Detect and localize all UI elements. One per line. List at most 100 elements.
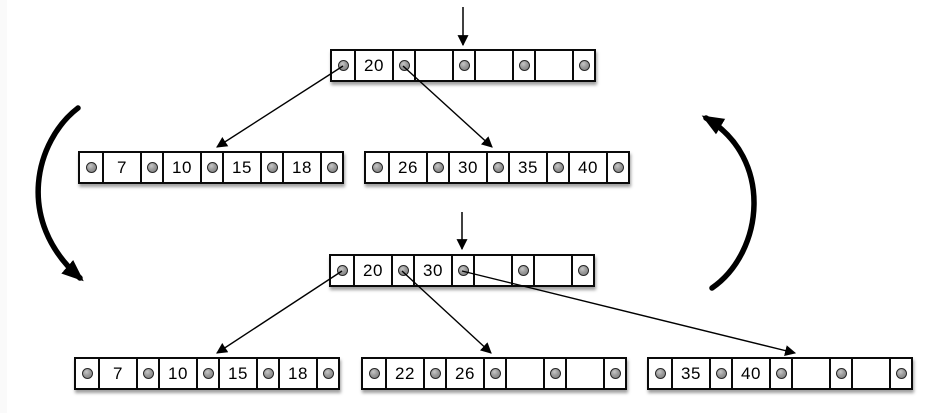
pointer-cell	[200, 153, 222, 182]
btree-node-state1-root: 20	[330, 49, 596, 82]
pointer-cell	[451, 256, 473, 285]
child-pointer-arrow	[216, 65, 344, 148]
pointer-dot-icon	[489, 368, 501, 379]
pointer-cell	[140, 153, 162, 182]
pointer-dot-icon	[457, 265, 469, 276]
pointer-dot-icon	[262, 368, 274, 379]
pointer-dot-icon	[577, 265, 589, 276]
btree-node-state2-child-middle: 22 26	[361, 357, 627, 390]
pointer-dot-icon	[142, 368, 154, 379]
key-cell	[565, 359, 603, 388]
key-cell: 15	[222, 153, 260, 182]
pointer-dot-icon	[85, 162, 97, 173]
key-cell	[791, 359, 829, 388]
key-cell	[473, 256, 511, 285]
pointer-cell	[483, 359, 505, 388]
pointer-dot-icon	[337, 60, 349, 71]
pointer-cell	[392, 51, 414, 80]
key-cell	[414, 51, 452, 80]
key-cell: 20	[354, 51, 392, 80]
pointer-cell	[423, 359, 445, 388]
pointer-cell	[649, 359, 671, 388]
pointer-cell	[320, 153, 342, 182]
pointer-cell	[572, 51, 594, 80]
pointer-cell	[136, 359, 158, 388]
pointer-dot-icon	[146, 162, 158, 173]
pointer-dot-icon	[609, 368, 621, 379]
key-cell: 30	[448, 153, 486, 182]
pointer-cell	[603, 359, 625, 388]
pointer-dot-icon	[578, 60, 590, 71]
page-edge	[0, 0, 7, 413]
key-cell: 15	[218, 359, 256, 388]
key-cell: 7	[98, 359, 136, 388]
key-cell: 35	[508, 153, 546, 182]
pointer-dot-icon	[835, 368, 847, 379]
child-pointer-arrows	[216, 65, 797, 356]
pointer-dot-icon	[517, 265, 529, 276]
pointer-dot-icon	[336, 265, 348, 276]
pointer-dot-icon	[895, 368, 907, 379]
pointer-dot-icon	[326, 162, 338, 173]
cycle-left-arrow-icon	[35, 105, 84, 282]
cycle-right-arrow-icon	[701, 115, 757, 291]
key-cell: 26	[388, 153, 426, 182]
pointer-dot-icon	[371, 162, 383, 173]
pointer-dot-icon	[432, 162, 444, 173]
pointer-dot-icon	[202, 368, 214, 379]
pointer-cell	[769, 359, 791, 388]
pointer-cell	[196, 359, 218, 388]
key-cell: 7	[102, 153, 140, 182]
pointer-dot-icon	[612, 162, 624, 173]
pointer-cell	[426, 153, 448, 182]
key-cell: 26	[445, 359, 483, 388]
pointer-cell	[543, 359, 565, 388]
pointer-cell	[366, 153, 388, 182]
btree-node-state1-child-right: 26 30 35 40	[364, 151, 630, 184]
pointer-dot-icon	[549, 368, 561, 379]
pointer-cell	[709, 359, 731, 388]
pointer-dot-icon	[368, 368, 380, 379]
key-cell	[851, 359, 889, 388]
pointer-cell	[363, 359, 385, 388]
key-cell: 35	[671, 359, 709, 388]
pointer-cell	[512, 51, 534, 80]
key-cell: 40	[568, 153, 606, 182]
pointer-dot-icon	[429, 368, 441, 379]
key-cell	[534, 51, 572, 80]
key-cell: 18	[278, 359, 316, 388]
pointer-dot-icon	[518, 60, 530, 71]
key-cell: 18	[282, 153, 320, 182]
pointer-dot-icon	[458, 60, 470, 71]
key-cell	[474, 51, 512, 80]
pointer-dot-icon	[775, 368, 787, 379]
child-pointer-arrow	[216, 270, 343, 354]
pointer-dot-icon	[81, 368, 93, 379]
key-cell	[533, 256, 571, 285]
pointer-cell	[829, 359, 851, 388]
key-cell: 22	[385, 359, 423, 388]
pointer-dot-icon	[397, 265, 409, 276]
pointer-dot-icon	[398, 60, 410, 71]
pointer-dot-icon	[206, 162, 218, 173]
pointer-dot-icon	[715, 368, 727, 379]
pointer-cell	[546, 153, 568, 182]
pointer-cell	[332, 51, 354, 80]
pointer-dot-icon	[492, 162, 504, 173]
pointer-cell	[486, 153, 508, 182]
pointer-cell	[256, 359, 278, 388]
pointer-dot-icon	[322, 368, 334, 379]
pointer-cell	[571, 256, 593, 285]
key-cell: 20	[353, 256, 391, 285]
pointer-cell	[316, 359, 338, 388]
pointer-cell	[511, 256, 533, 285]
pointer-cell	[391, 256, 413, 285]
pointer-dot-icon	[654, 368, 666, 379]
pointer-cell	[76, 359, 98, 388]
key-cell: 40	[731, 359, 769, 388]
pointer-cell	[260, 153, 282, 182]
